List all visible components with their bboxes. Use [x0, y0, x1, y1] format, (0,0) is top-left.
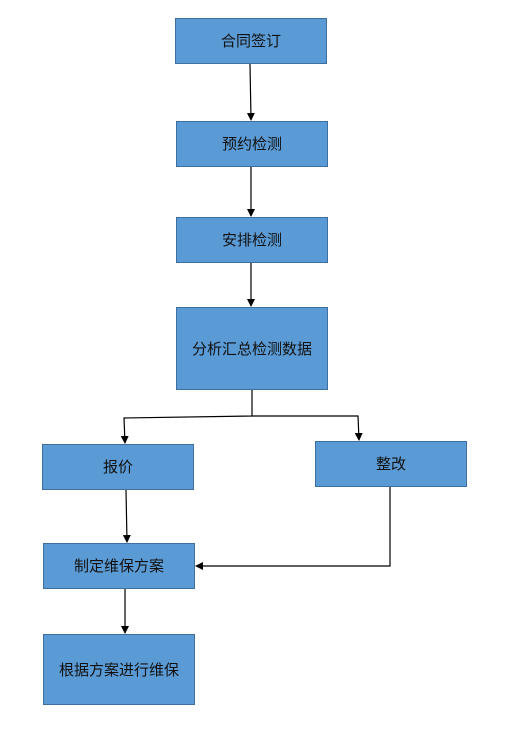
node-arrange-inspection: 安排检测 — [176, 217, 328, 263]
node-quote: 报价 — [42, 444, 194, 490]
node-maintenance-plan: 制定维保方案 — [43, 543, 195, 589]
node-rectify: 整改 — [315, 441, 467, 487]
node-contract-signing: 合同签订 — [175, 18, 327, 64]
node-label: 分析汇总检测数据 — [191, 339, 312, 358]
node-label: 制定维保方案 — [73, 557, 164, 575]
node-execute-maintenance: 根据方案进行维保 — [43, 634, 195, 705]
arrow-rectify-to-plan — [195, 487, 391, 570]
node-label: 预约检测 — [221, 135, 282, 153]
arrow-analyze-to-rectify — [252, 415, 363, 441]
node-label: 合同签订 — [220, 32, 281, 50]
node-label: 整改 — [375, 455, 406, 473]
node-label: 根据方案进行维保 — [58, 660, 179, 679]
node-analyze-data: 分析汇总检测数据 — [176, 307, 328, 390]
arrow-quote-to-plan — [122, 489, 131, 543]
arrow-sign-to-book — [246, 63, 255, 121]
node-book-inspection: 预约检测 — [176, 121, 328, 167]
node-label: 报价 — [102, 458, 133, 476]
arrow-analyze-to-quote — [120, 390, 253, 444]
node-label: 安排检测 — [221, 231, 282, 249]
